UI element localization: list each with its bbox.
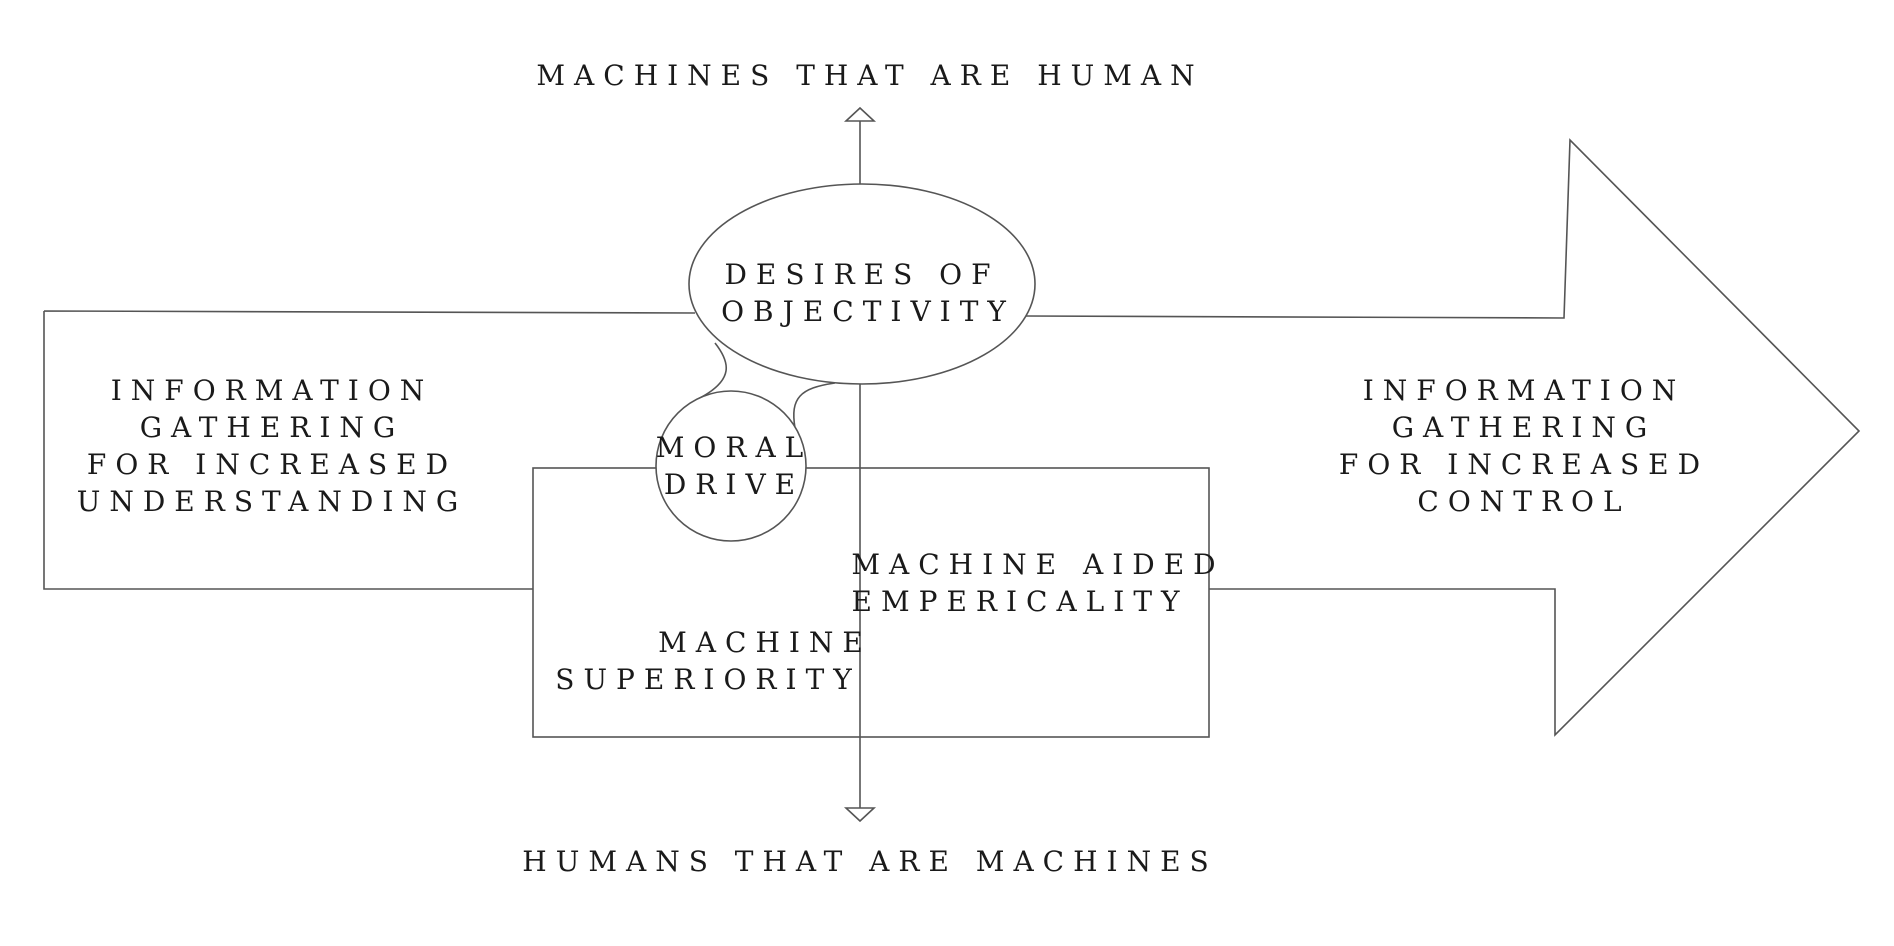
moral-drive-circle: [655, 390, 807, 542]
moral-drive-label-line-1: MORAL: [656, 431, 813, 464]
left-label-line-4: UNDERSTANDING: [77, 485, 468, 518]
axis-arrowhead-up: [843, 106, 877, 122]
right-label-line-1: INFORMATION: [1363, 374, 1686, 407]
moral-drive-label-line-2: DRIVE: [664, 468, 804, 501]
bottom-axis-label: HUMANS THAT ARE MACHINES: [522, 845, 1217, 878]
machine-superiority-line-1: MACHINE: [658, 626, 872, 659]
desires-ellipse: [688, 183, 1036, 385]
left-label-line-2: GATHERING: [140, 411, 405, 444]
machine-aided-line-2: EMPERICALITY: [852, 585, 1189, 618]
desires-label-line-1: DESIRES OF: [724, 258, 999, 291]
machine-aided-line-1: MACHINE AIDED: [851, 548, 1224, 581]
connector-left-curve: [697, 342, 727, 400]
connector-right-curve: [793, 382, 836, 429]
top-axis-label: MACHINES THAT ARE HUMAN: [536, 59, 1203, 92]
central-box: [532, 467, 1210, 738]
desires-label-line-2: OBJECTIVITY: [721, 295, 1015, 328]
left-label-line-1: INFORMATION: [111, 374, 434, 407]
machine-superiority-line-2: SUPERIORITY: [555, 663, 860, 696]
left-label-line-3: FOR INCREASED: [87, 448, 457, 481]
right-label-line-2: GATHERING: [1392, 411, 1657, 444]
main-arrow-band: [43, 138, 1861, 737]
axis-arrowhead-down: [843, 807, 877, 823]
right-label-line-3: FOR INCREASED: [1339, 448, 1709, 481]
right-label-line-4: CONTROL: [1417, 485, 1630, 518]
